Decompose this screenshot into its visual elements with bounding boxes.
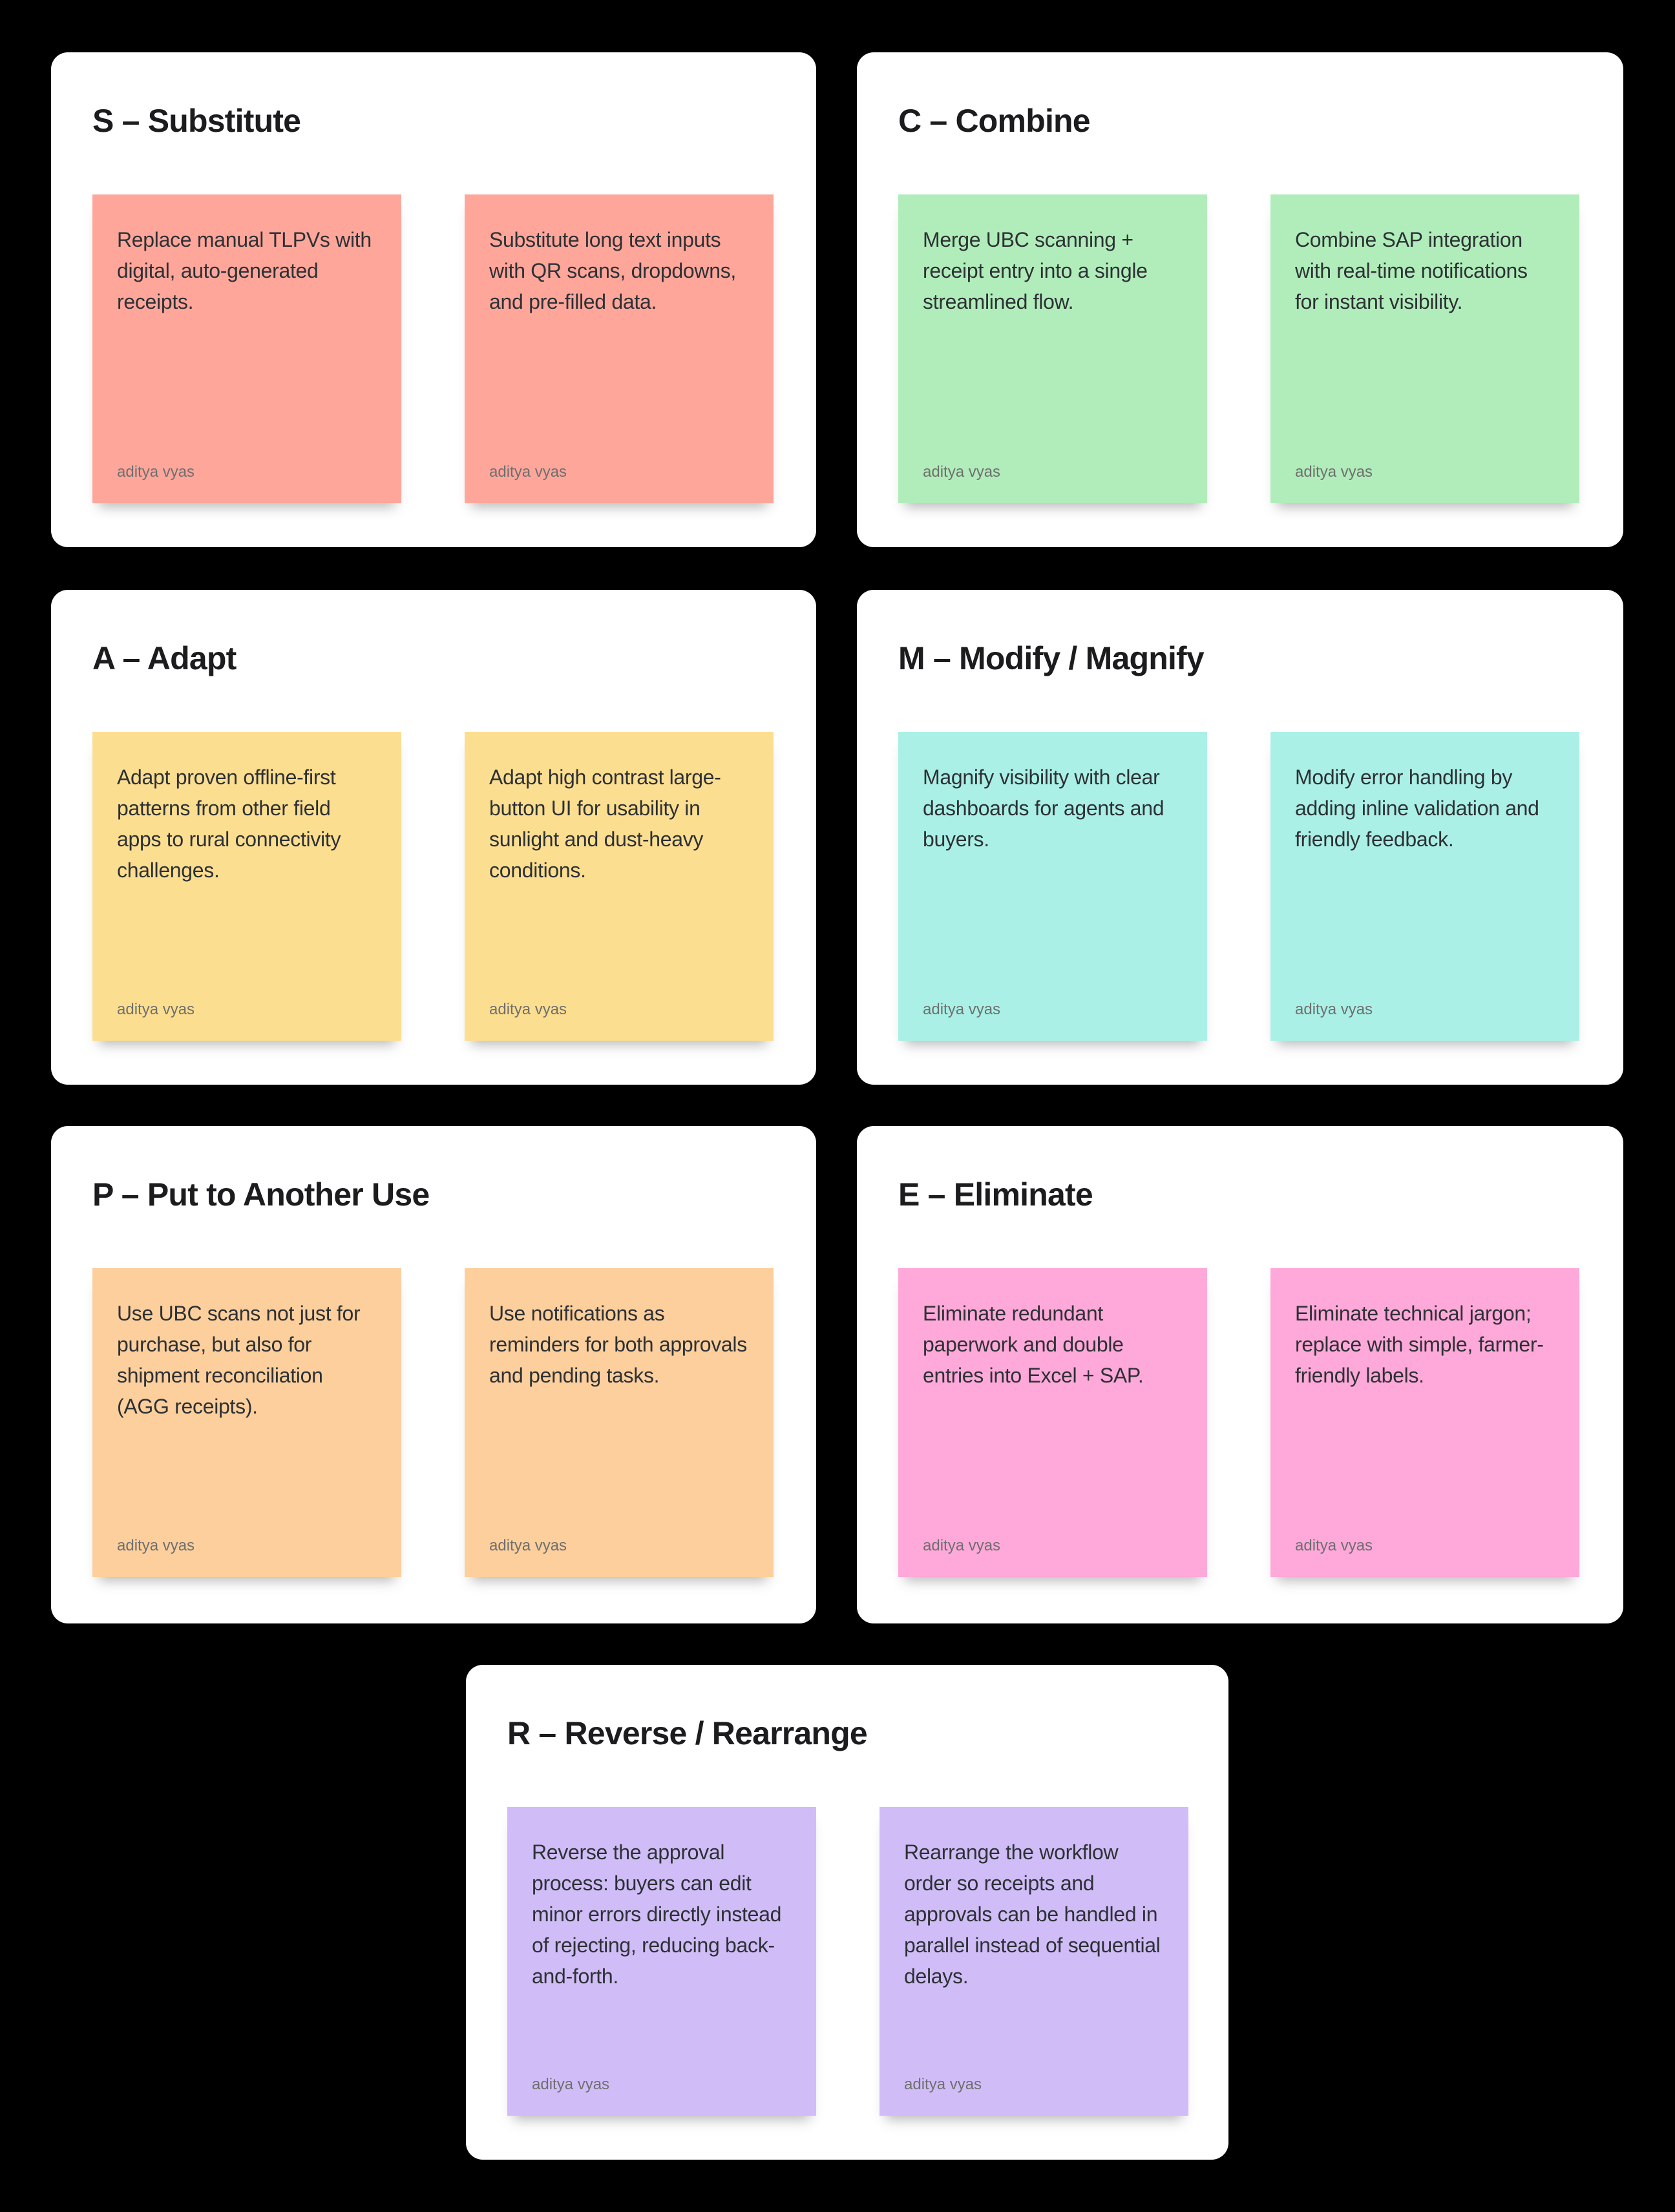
frame-title: P – Put to Another Use — [92, 1176, 430, 1213]
sticky-note[interactable]: Adapt proven offline-first patterns from… — [92, 732, 401, 1041]
sticky-author: aditya vyas — [923, 463, 1001, 481]
sticky-author: aditya vyas — [904, 2076, 982, 2093]
sticky-text: Use UBC scans not just for purchase, but… — [117, 1302, 361, 1418]
sticky-note[interactable]: Magnify visibility with clear dashboards… — [898, 732, 1207, 1041]
sticky-note[interactable]: Modify error handling by adding inline v… — [1270, 732, 1579, 1041]
sticky-row: Merge UBC scanning + receipt entry into … — [898, 194, 1579, 503]
sticky-text: Combine SAP integration with real-time n… — [1295, 228, 1528, 313]
sticky-row: Reverse the approval process: buyers can… — [507, 1807, 1188, 2116]
frame-title: M – Modify / Magnify — [898, 640, 1205, 676]
sticky-text: Replace manual TLPVs with digital, auto-… — [117, 228, 372, 313]
sticky-author: aditya vyas — [489, 1537, 567, 1554]
frame-substitute[interactable]: S – Substitute Replace manual TLPVs with… — [51, 52, 816, 547]
sticky-text: Adapt proven offline-first patterns from… — [117, 766, 341, 882]
sticky-text: Merge UBC scanning + receipt entry into … — [923, 228, 1148, 313]
frame-combine[interactable]: C – Combine Merge UBC scanning + receipt… — [857, 52, 1623, 547]
sticky-row: Magnify visibility with clear dashboards… — [898, 732, 1579, 1041]
frame-title: R – Reverse / Rearrange — [507, 1715, 868, 1751]
sticky-note[interactable]: Replace manual TLPVs with digital, auto-… — [92, 194, 401, 503]
sticky-text: Substitute long text inputs with QR scan… — [489, 228, 737, 313]
frame-eliminate[interactable]: E – Eliminate Eliminate redundant paperw… — [857, 1126, 1623, 1623]
sticky-note[interactable]: Use UBC scans not just for purchase, but… — [92, 1268, 401, 1577]
sticky-author: aditya vyas — [117, 463, 195, 481]
sticky-row: Adapt proven offline-first patterns from… — [92, 732, 774, 1041]
sticky-author: aditya vyas — [1295, 1537, 1373, 1554]
sticky-text: Eliminate redundant paperwork and double… — [923, 1302, 1144, 1387]
sticky-row: Use UBC scans not just for purchase, but… — [92, 1268, 774, 1577]
frame-reverse-rearrange[interactable]: R – Reverse / Rearrange Reverse the appr… — [466, 1665, 1228, 2160]
sticky-row: Eliminate redundant paperwork and double… — [898, 1268, 1579, 1577]
sticky-note[interactable]: Merge UBC scanning + receipt entry into … — [898, 194, 1207, 503]
sticky-author: aditya vyas — [489, 463, 567, 481]
sticky-text: Eliminate technical jargon; replace with… — [1295, 1302, 1544, 1387]
sticky-text: Magnify visibility with clear dashboards… — [923, 766, 1164, 851]
sticky-note[interactable]: Rearrange the workflow order so receipts… — [880, 1807, 1188, 2116]
sticky-text: Adapt high contrast large-button UI for … — [489, 766, 721, 882]
frame-title: E – Eliminate — [898, 1176, 1093, 1213]
frame-adapt[interactable]: A – Adapt Adapt proven offline-first pat… — [51, 590, 816, 1085]
sticky-author: aditya vyas — [117, 1001, 195, 1018]
sticky-text: Rearrange the workflow order so receipts… — [904, 1841, 1161, 1988]
sticky-note[interactable]: Eliminate redundant paperwork and double… — [898, 1268, 1207, 1577]
sticky-author: aditya vyas — [532, 2076, 610, 2093]
sticky-note[interactable]: Use notifications as reminders for both … — [465, 1268, 774, 1577]
sticky-author: aditya vyas — [489, 1001, 567, 1018]
sticky-row: Replace manual TLPVs with digital, auto-… — [92, 194, 774, 503]
sticky-note[interactable]: Combine SAP integration with real-time n… — [1270, 194, 1579, 503]
sticky-text: Modify error handling by adding inline v… — [1295, 766, 1539, 851]
frame-put-to-another-use[interactable]: P – Put to Another Use Use UBC scans not… — [51, 1126, 816, 1623]
sticky-note[interactable]: Substitute long text inputs with QR scan… — [465, 194, 774, 503]
sticky-note[interactable]: Reverse the approval process: buyers can… — [507, 1807, 816, 2116]
frame-title: A – Adapt — [92, 640, 237, 676]
sticky-author: aditya vyas — [1295, 463, 1373, 481]
sticky-note[interactable]: Eliminate technical jargon; replace with… — [1270, 1268, 1579, 1577]
sticky-author: aditya vyas — [117, 1537, 195, 1554]
sticky-note[interactable]: Adapt high contrast large-button UI for … — [465, 732, 774, 1041]
frame-title: C – Combine — [898, 103, 1091, 139]
sticky-text: Reverse the approval process: buyers can… — [532, 1841, 782, 1988]
frame-modify-magnify[interactable]: M – Modify / Magnify Magnify visibility … — [857, 590, 1623, 1085]
sticky-text: Use notifications as reminders for both … — [489, 1302, 747, 1387]
sticky-author: aditya vyas — [923, 1537, 1001, 1554]
sticky-author: aditya vyas — [1295, 1001, 1373, 1018]
sticky-author: aditya vyas — [923, 1001, 1001, 1018]
frame-title: S – Substitute — [92, 103, 301, 139]
